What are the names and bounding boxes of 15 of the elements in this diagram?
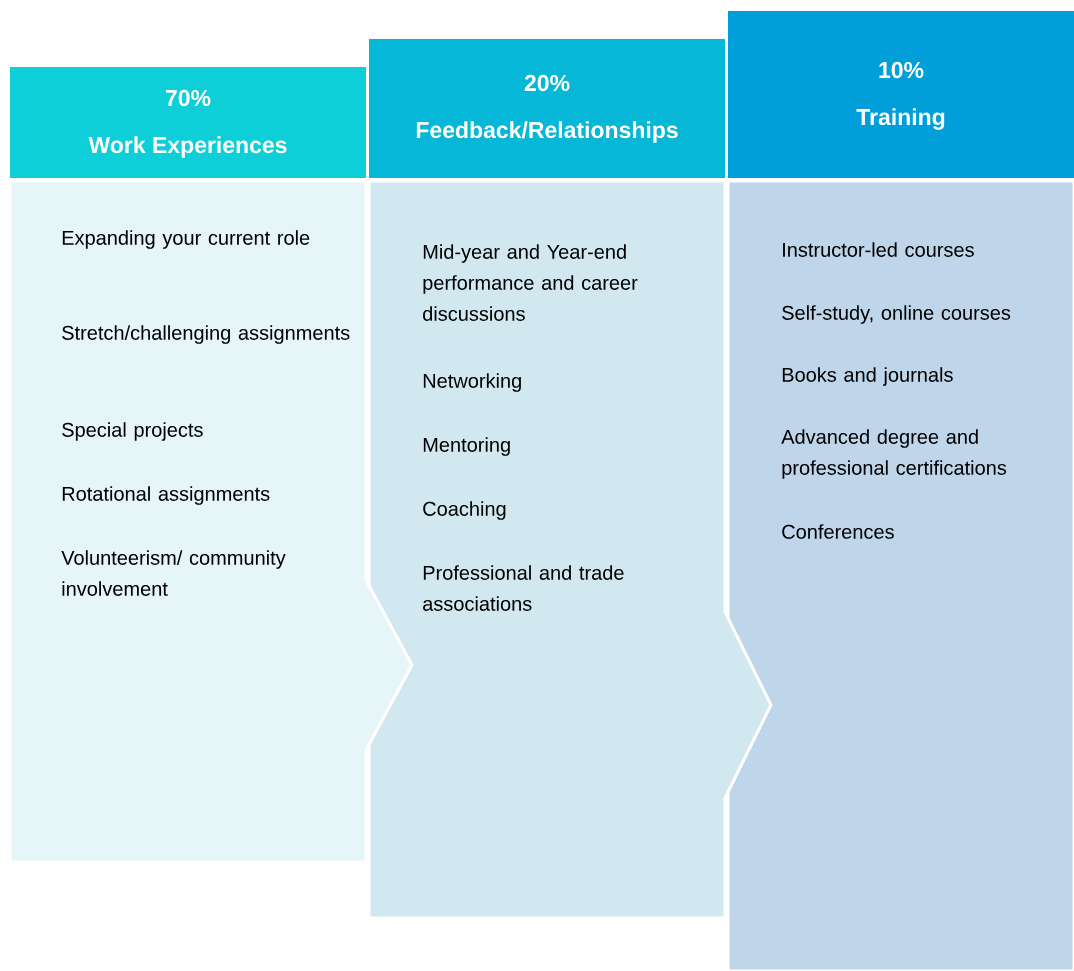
list-item: Books and journals bbox=[782, 367, 953, 386]
list-item: Stretch/challenging assignments bbox=[62, 325, 350, 344]
header-box: 20% Feedback/Relationships bbox=[369, 39, 725, 178]
list-item: Volunteerism/ community involvement bbox=[61, 550, 286, 596]
header-box: 70% Work Experiences bbox=[10, 67, 366, 178]
column-panel bbox=[8, 179, 414, 864]
header-box: 10% Training bbox=[728, 11, 1074, 178]
list-item: Expanding your current role bbox=[62, 230, 310, 249]
column-panel bbox=[726, 179, 1074, 971]
list-item: Instructor-led courses bbox=[783, 242, 974, 257]
list-item: Conferences bbox=[782, 524, 894, 539]
list-item: Special projects bbox=[62, 422, 203, 441]
list-item: Self-study, online courses bbox=[782, 305, 1011, 324]
list-item: Rotational assignments bbox=[62, 486, 270, 505]
list-item: Advanced degree and professional certifications bbox=[781, 429, 1007, 479]
